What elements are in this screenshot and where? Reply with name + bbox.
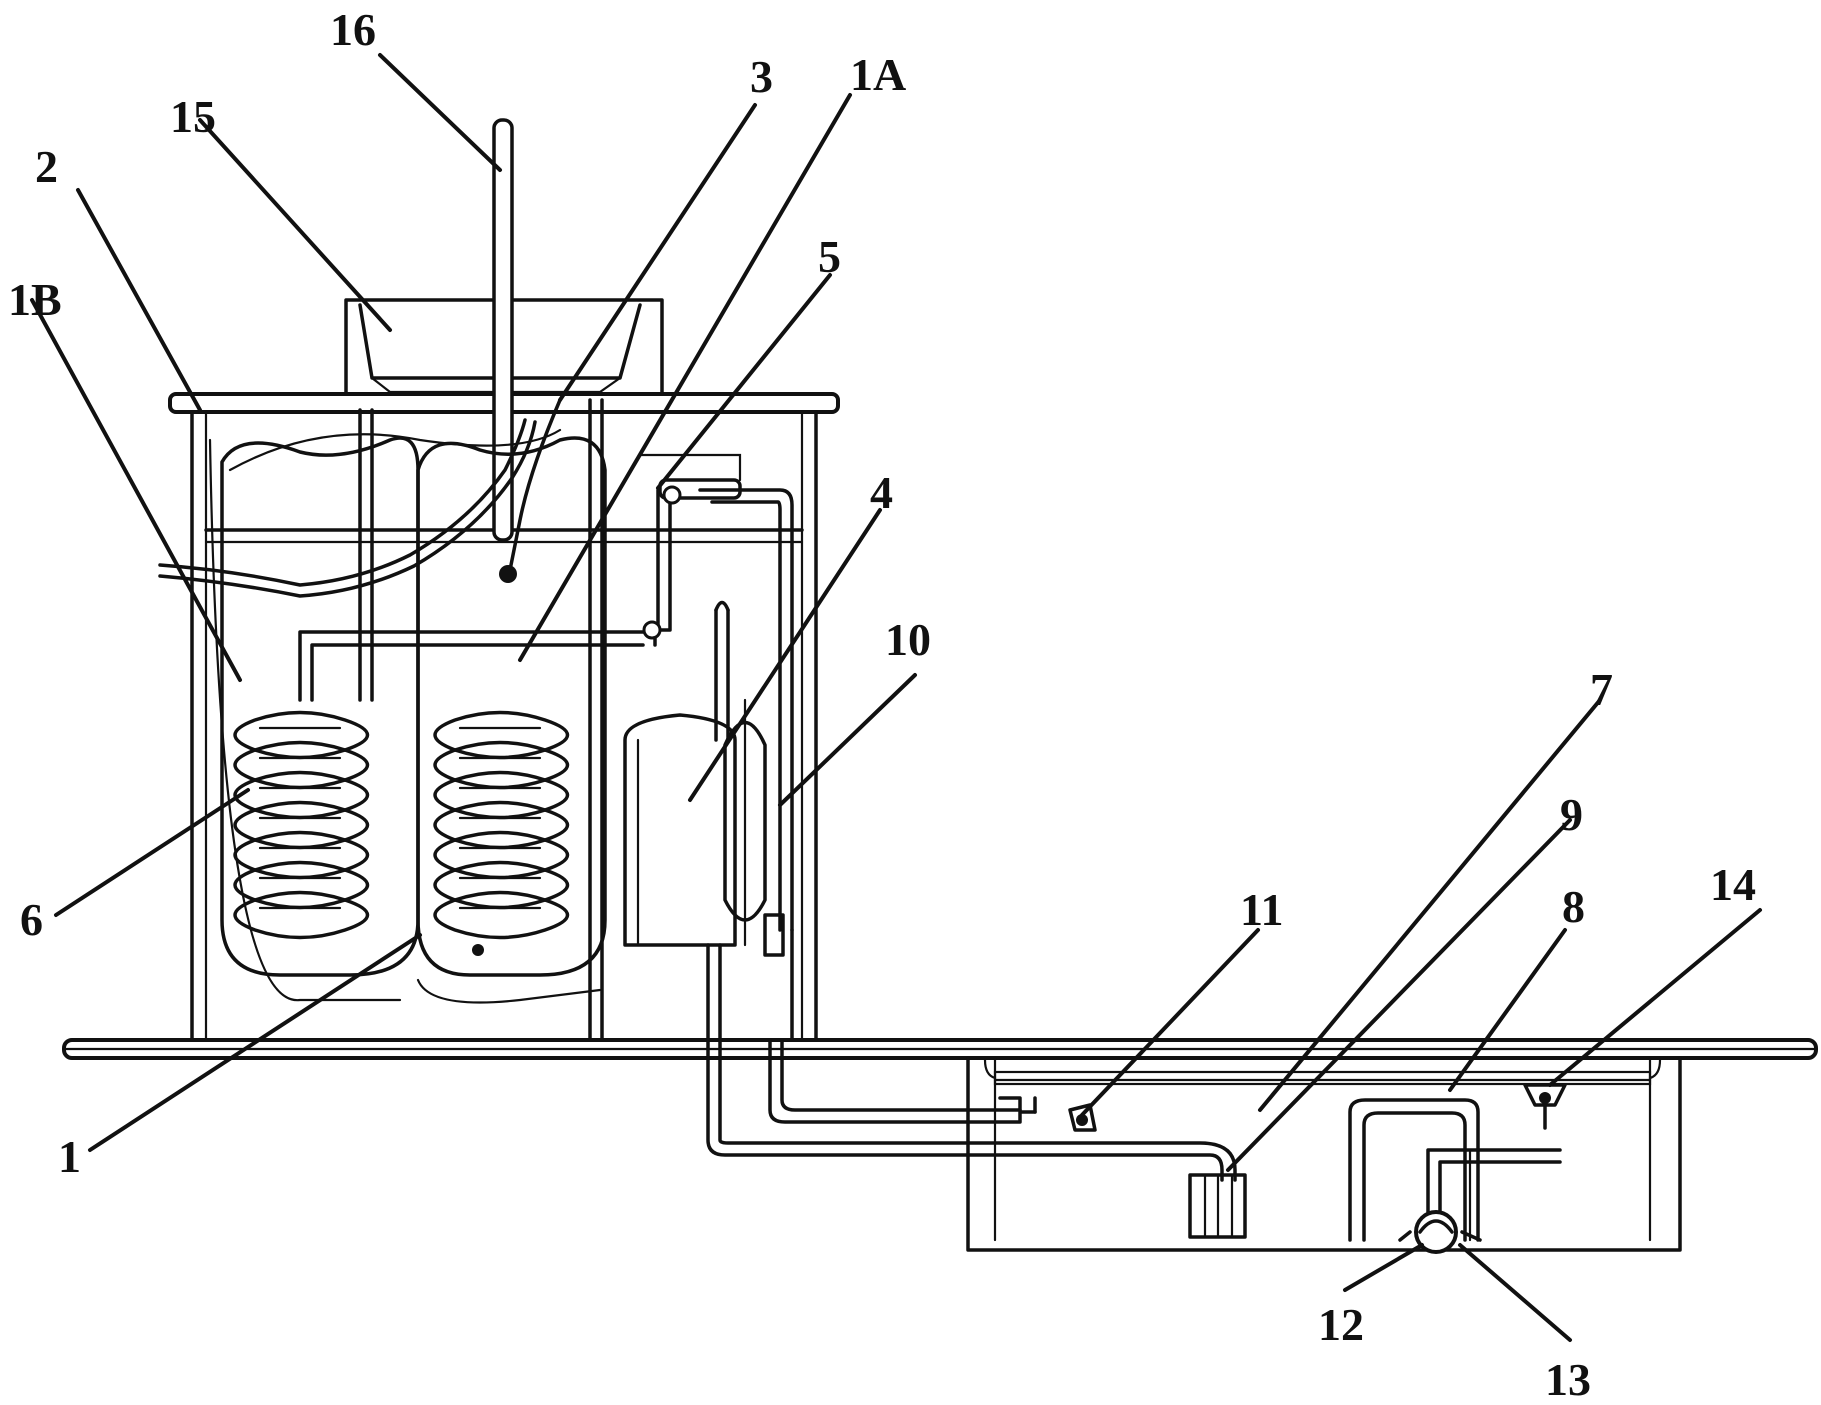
pit — [966, 1056, 1682, 1252]
pit-devices — [1068, 1083, 1567, 1254]
coil-drain — [472, 944, 484, 956]
label-1: 1 — [58, 1131, 81, 1182]
label-11: 11 — [1240, 884, 1283, 935]
inclined-pipe — [158, 418, 537, 598]
label-8: 8 — [1562, 881, 1585, 932]
label-6: 6 — [20, 894, 43, 945]
label-5: 5 — [818, 231, 841, 282]
coil-left — [233, 710, 369, 940]
leader-lines — [30, 53, 1762, 1342]
tank-left — [208, 436, 420, 1002]
overflow-arc — [228, 428, 562, 472]
labels: 16 15 3 1A 2 1B 5 4 10 6 1 7 9 11 8 14 1… — [8, 4, 1756, 1405]
tank-right — [416, 436, 607, 1004]
transfer-pipes — [706, 943, 1237, 1182]
label-9: 9 — [1560, 789, 1583, 840]
label-1B: 1B — [8, 274, 62, 325]
label-15: 15 — [170, 91, 216, 142]
label-4: 4 — [870, 467, 893, 518]
vertical-pipe — [492, 118, 514, 542]
label-12: 12 — [1318, 1299, 1364, 1350]
outlet-pipe — [499, 398, 562, 583]
accumulator — [714, 600, 767, 947]
label-13: 13 — [1545, 1354, 1591, 1405]
label-10: 10 — [885, 614, 931, 665]
floor-plate — [62, 1038, 1818, 1060]
label-1A: 1A — [850, 49, 906, 100]
label-3: 3 — [750, 51, 773, 102]
label-16: 16 — [330, 4, 376, 55]
coil-right — [433, 710, 569, 940]
compressor — [623, 713, 737, 947]
label-14: 14 — [1710, 859, 1756, 910]
cabinet-piping — [638, 453, 794, 1042]
label-2: 2 — [35, 141, 58, 192]
label-7: 7 — [1590, 664, 1613, 715]
connecting-pipe — [298, 398, 657, 1042]
